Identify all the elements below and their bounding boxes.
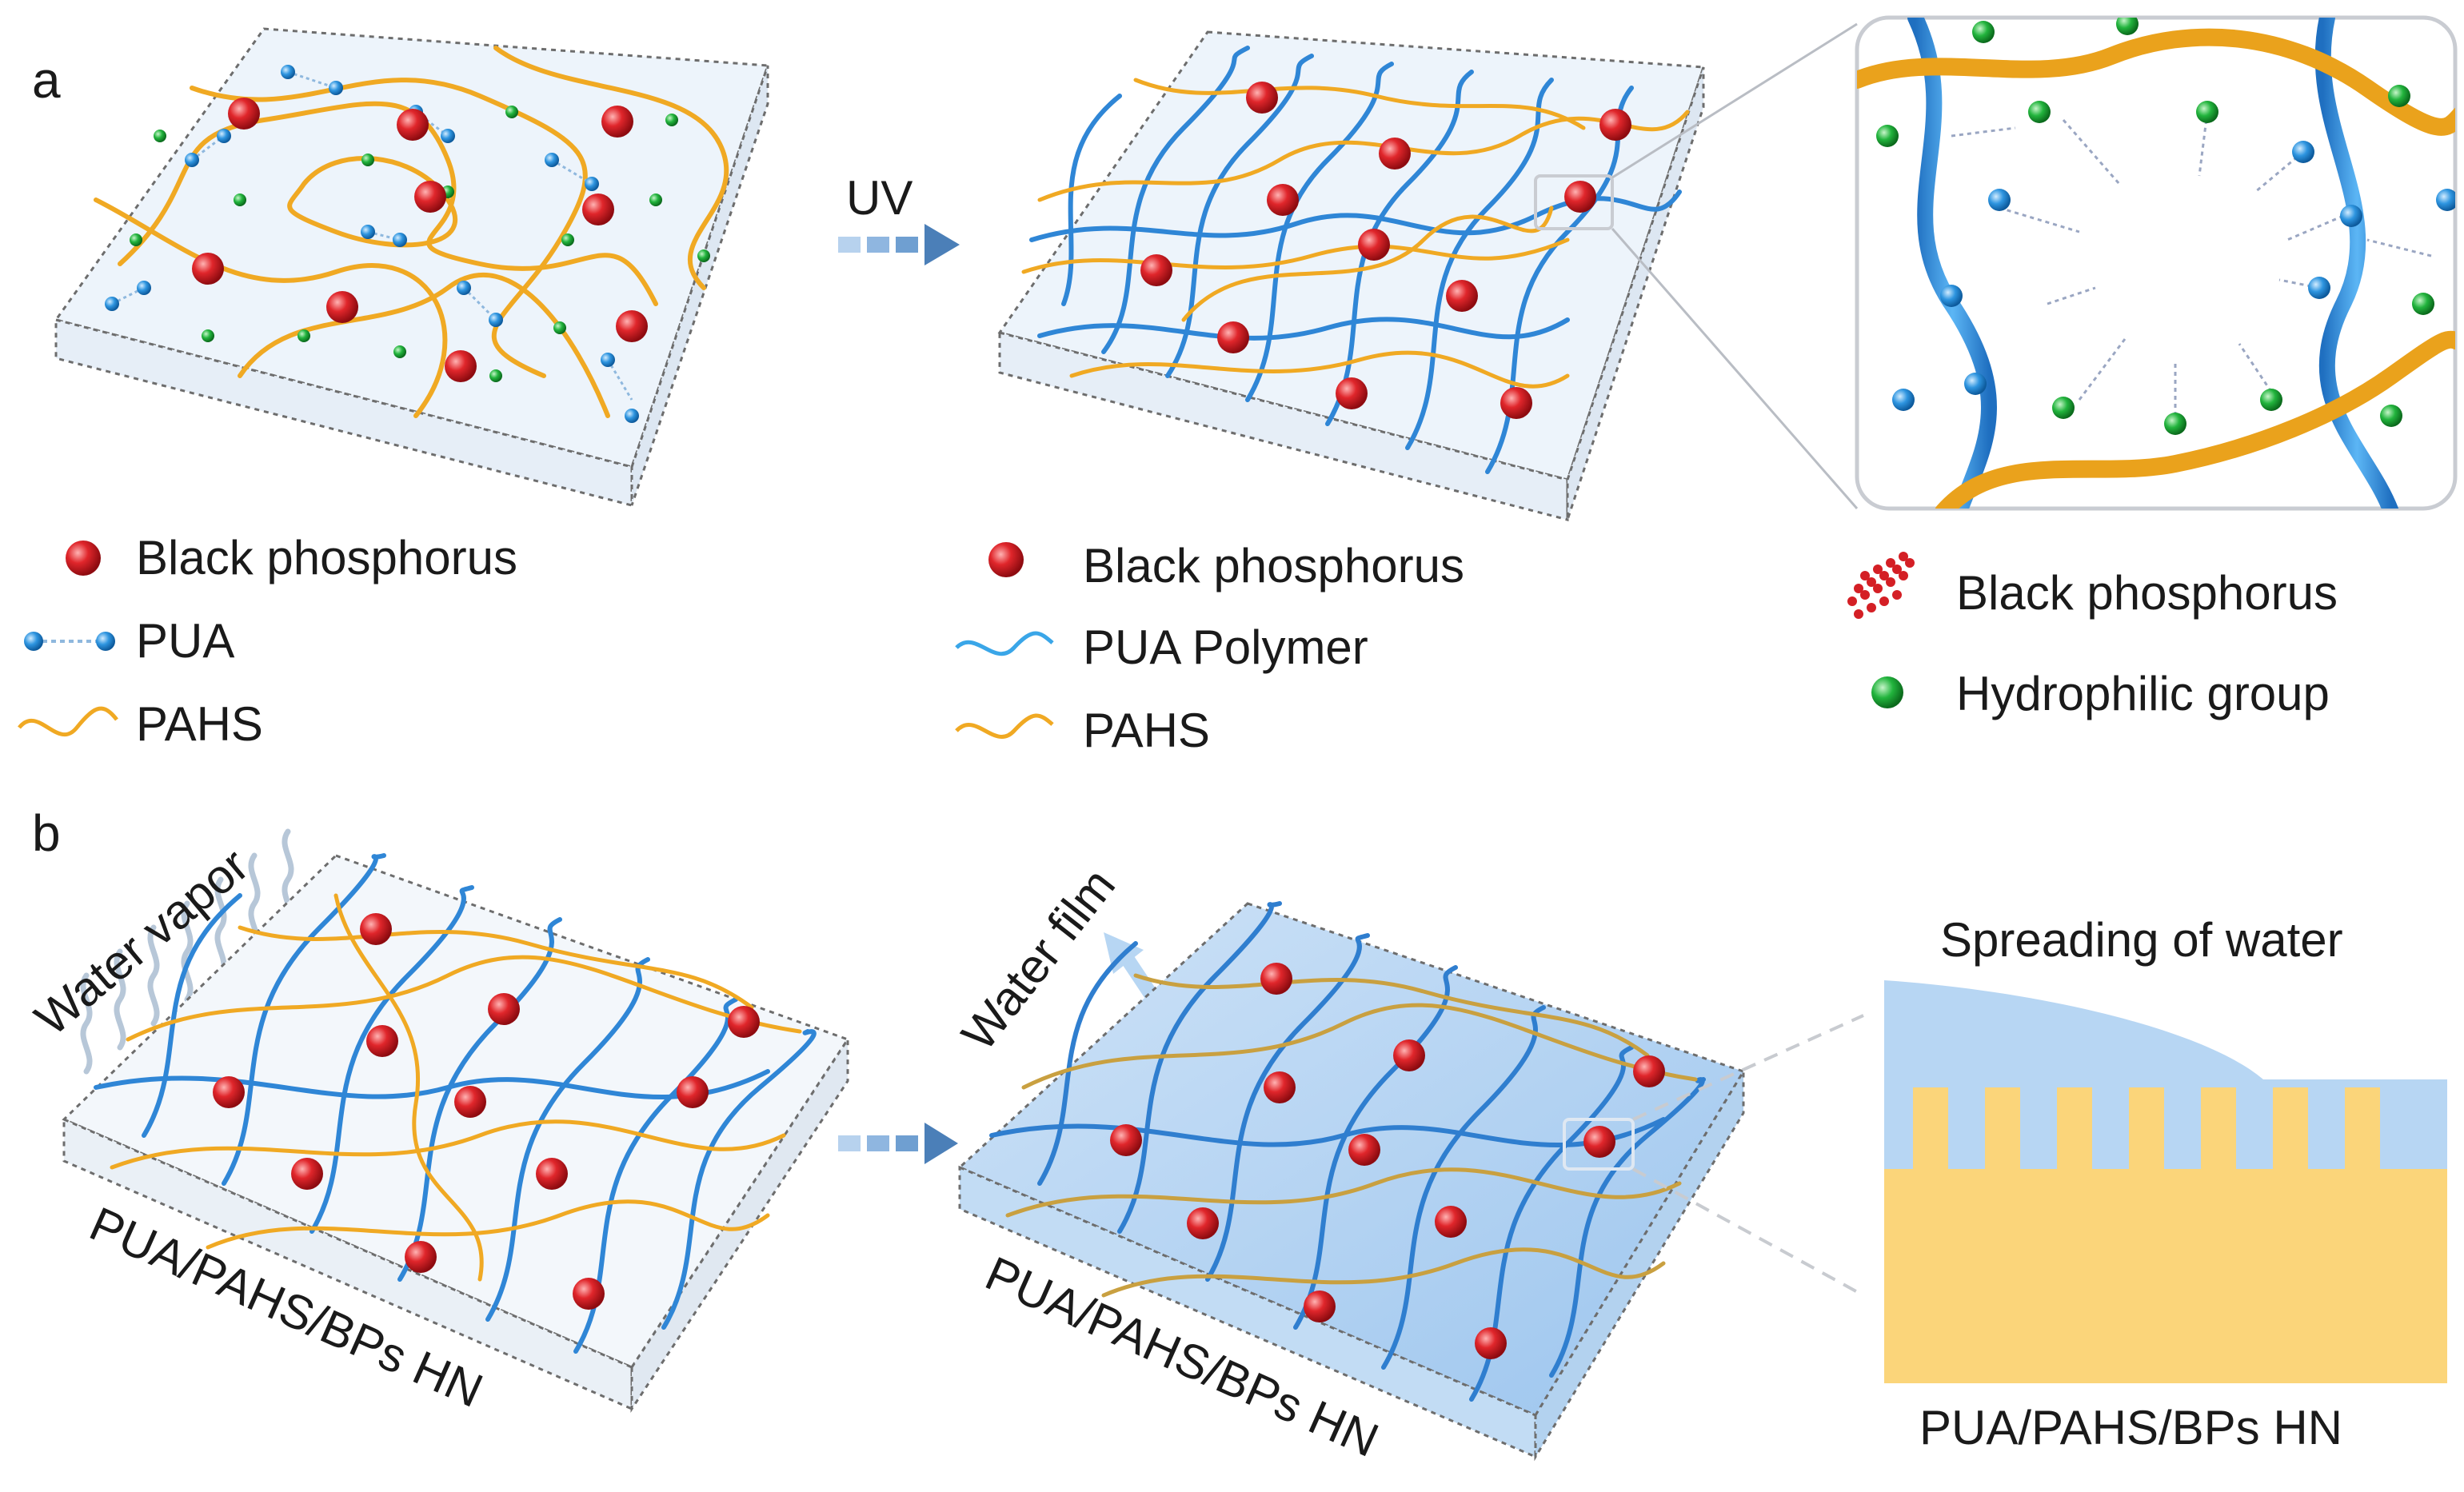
water-film-label: Water film [951,859,1125,1060]
legend-right-label-0: Black phosphorus [1956,566,2338,620]
zoom-inset [1855,15,2458,511]
precursor-film-slab [54,27,770,507]
pua-blue-beads [105,65,639,423]
legend-middle-label-0: Black phosphorus [1083,539,1464,592]
panel-a-letter: a [32,51,61,109]
process-arrow [838,1123,958,1164]
zoom-pahs-tube-bottom [1935,330,2455,509]
legend-middle: Black phosphorus PUA Polymer PAHS [955,539,1464,757]
legend-right-label-1: Hydrophilic group [1956,667,2330,720]
hydrophilic-green-beads [130,106,710,382]
pahs-wave-icon [955,713,1054,739]
legend-right: Black phosphorus Hydrophilic group [1847,552,2338,720]
cross-section [1884,980,2447,1383]
spreading-label: Spreading of water [1940,913,2343,967]
red-sphere-icon [988,542,1024,577]
dry-film-slab [62,853,850,1414]
red-sphere-icon [66,541,101,576]
legend-middle-label-1: PUA Polymer [1083,620,1368,674]
zoom-pua-tube-right [2314,18,2399,509]
panel-b-letter: b [32,804,61,862]
blue-wave-icon [955,631,1054,656]
legend-left-label-1: PUA [136,614,234,668]
green-sphere-icon [1871,676,1903,708]
legend-left-label-2: PAHS [136,697,263,751]
legend-middle-label-2: PAHS [1083,704,1210,757]
uv-arrow [838,224,960,265]
zoom-blue-groups [1892,141,2455,411]
substrate-pillars [1913,1087,2380,1169]
bp-lattice-icon [1847,552,1915,619]
pahs-chains-b2 [1005,973,1698,1298]
zoom-green-groups [1876,18,2434,435]
pua-dumbbell-icon [24,632,115,651]
pahs-wave-icon [18,706,118,736]
substrate-base [1884,1169,2447,1383]
black-phosphorus-spheres-cured [1140,82,1631,419]
pahs-chains-b1 [110,893,802,1282]
legend-left: Black phosphorus PUA PAHS [18,531,517,751]
legend-left-label-0: Black phosphorus [136,531,517,584]
zoom-connectors-b [1632,1014,1864,1297]
cured-network-slab [997,30,1706,521]
zoom-connectors [1611,22,1859,509]
wet-film-slab [957,901,1746,1462]
zoom-pahs-tube-top [1857,28,2455,136]
black-phosphorus-spheres-b1 [213,913,760,1310]
black-phosphorus-spheres-b2 [1110,963,1665,1359]
uv-label: UV [846,171,913,225]
black-phosphorus-spheres [192,98,648,382]
cross-section-label: PUA/PAHS/BPs HN [1919,1401,2342,1454]
